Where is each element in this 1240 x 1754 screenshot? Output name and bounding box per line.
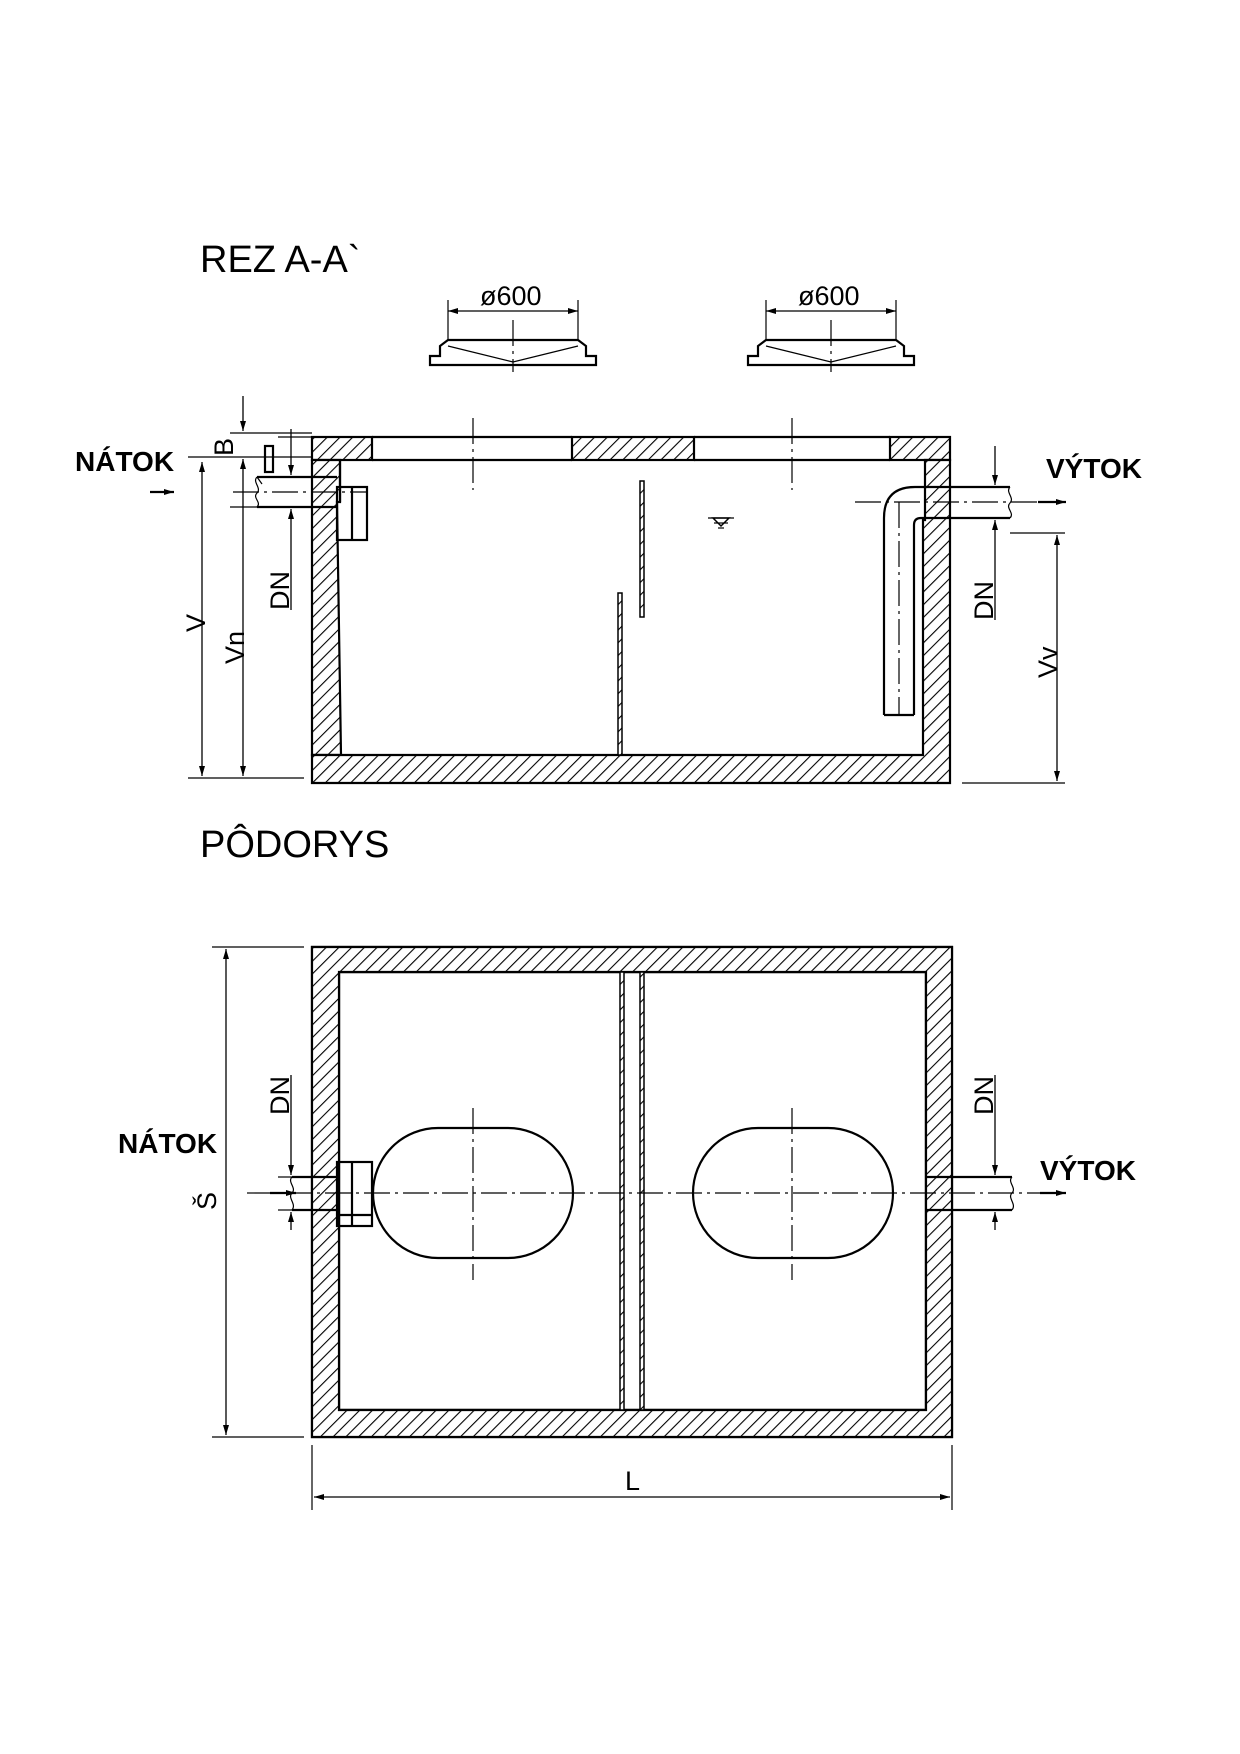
- outlet-pipe-section: [855, 485, 1050, 717]
- manhole-diameter-right: ø600: [798, 281, 860, 311]
- plan-left-dimensions: Š DN: [191, 946, 304, 1438]
- section-left-dimensions: V B Vn DN: [181, 396, 312, 779]
- dim-dn-inlet-label: DN: [265, 571, 295, 610]
- dim-vv-label: Vv: [1033, 646, 1063, 678]
- plan-inlet-label: NÁTOK: [118, 1128, 217, 1159]
- plan-dim-dn-outlet-label: DN: [969, 1076, 999, 1115]
- plan-right-dimensions: DN: [969, 1075, 1010, 1230]
- section-view: REZ A-A` ø600 ø600: [75, 239, 1142, 785]
- baffles-plan: [619, 971, 645, 1411]
- tank-walls-section: [310, 458, 952, 785]
- section-title: REZ A-A`: [200, 239, 360, 281]
- dim-s-label: Š: [191, 1192, 222, 1210]
- section-right-dimensions: DN Vv: [935, 446, 1065, 784]
- tank-walls-plan: [310, 945, 954, 1439]
- manhole-cover-right: ø600: [746, 281, 916, 372]
- plan-outlet-label: VÝTOK: [1040, 1155, 1136, 1186]
- manhole-openings-plan: [371, 1108, 895, 1280]
- plan-title: PÔDORYS: [200, 822, 389, 866]
- plan-view: PÔDORYS: [118, 822, 1136, 1510]
- manhole-diameter-left: ø600: [480, 281, 542, 311]
- inlet-pipe-section: [233, 444, 369, 542]
- manhole-cover-left: ø600: [428, 281, 598, 372]
- dim-l-label: L: [625, 1466, 640, 1496]
- section-outlet-label: VÝTOK: [1046, 453, 1142, 484]
- dim-v-label: V: [181, 614, 211, 632]
- plan-dim-dn-inlet-label: DN: [265, 1076, 295, 1115]
- dim-b-label: B: [209, 438, 239, 456]
- dim-vn-label: Vn: [220, 631, 250, 664]
- baffles-section: [617, 480, 645, 756]
- plan-bottom-dimension: L: [311, 1445, 953, 1510]
- section-inlet-label: NÁTOK: [75, 446, 174, 477]
- tank-top-slab: [310, 418, 952, 490]
- water-level-symbol: [708, 517, 734, 529]
- dim-dn-outlet-label: DN: [969, 581, 999, 620]
